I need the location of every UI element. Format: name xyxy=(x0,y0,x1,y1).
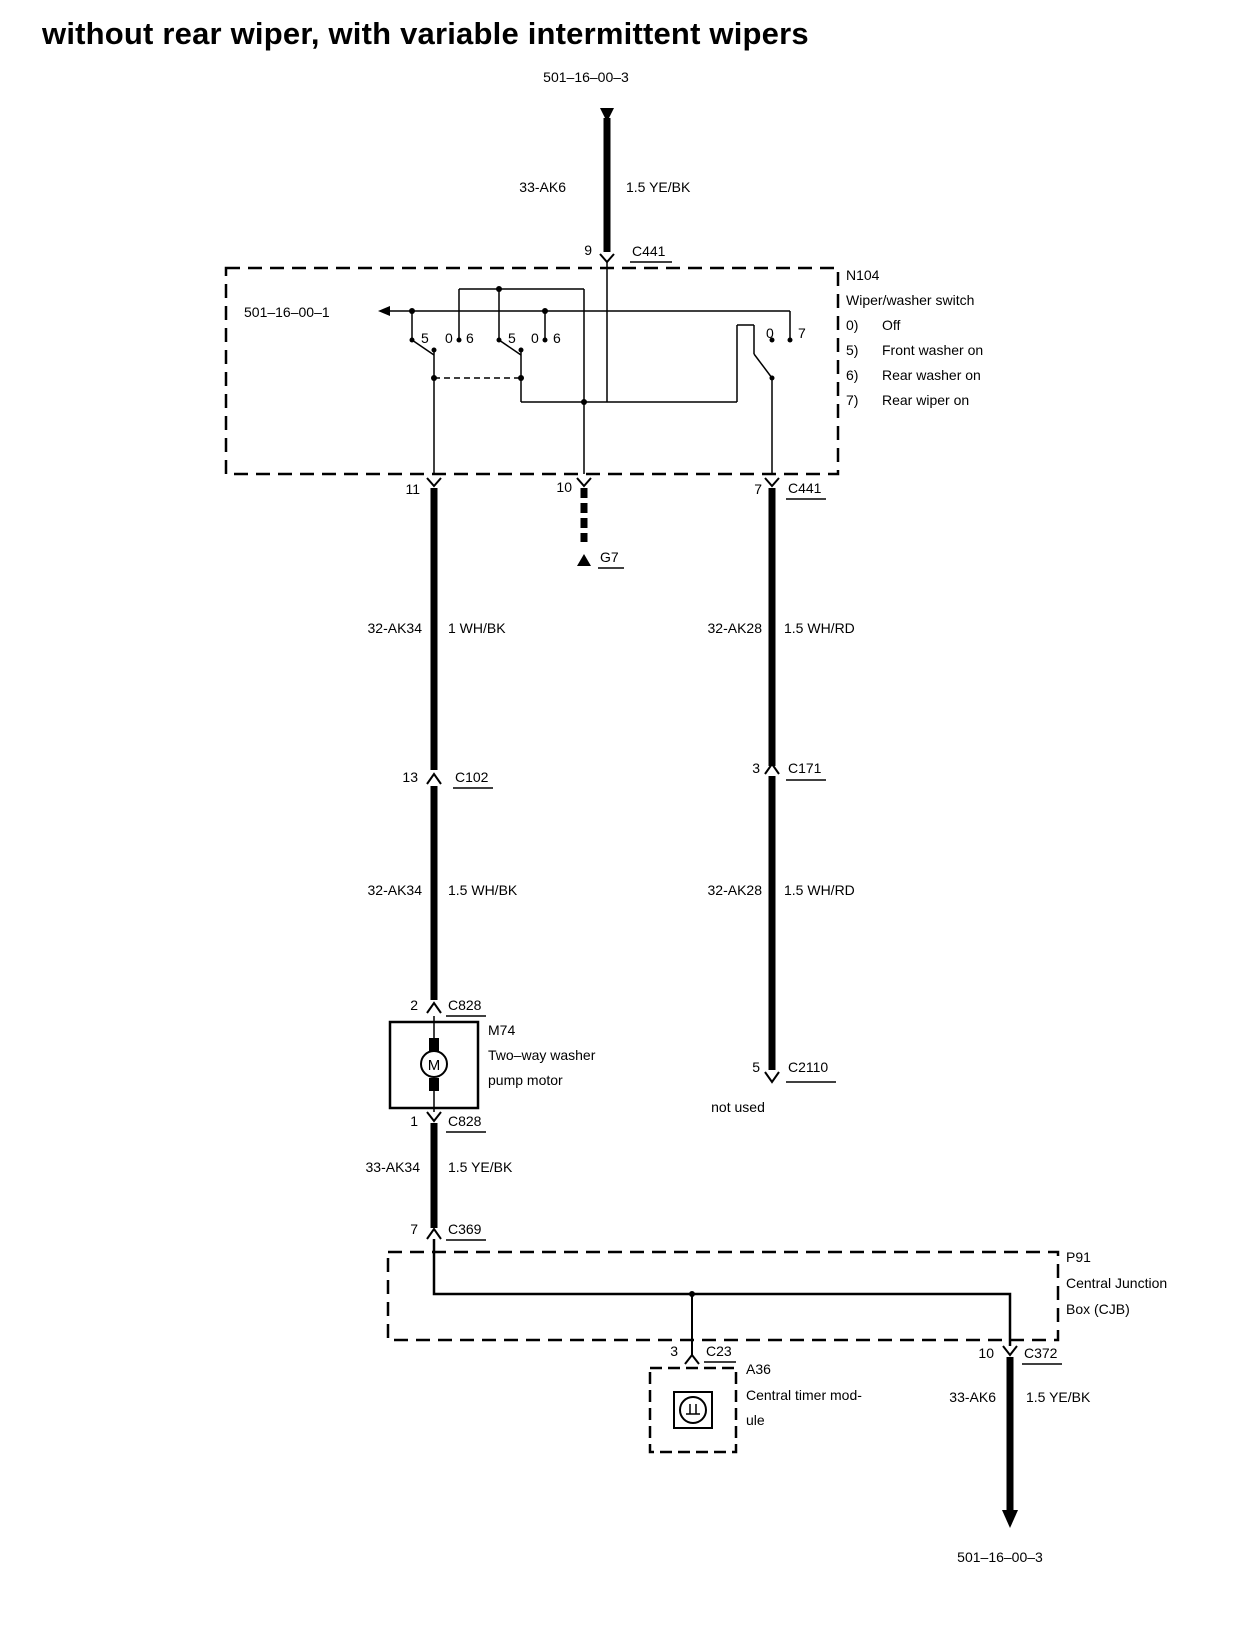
pin-10-c372: 10 xyxy=(978,1345,994,1361)
pin-11: 11 xyxy=(405,481,420,497)
motor-icon xyxy=(420,1050,448,1078)
connector-c23-icon xyxy=(684,1353,700,1365)
connector-c828-bottom-label: C828 xyxy=(448,1113,482,1129)
clock-icon xyxy=(679,1396,707,1424)
connector-c828-top-icon xyxy=(426,1001,442,1014)
cjb-name-line2: Box (CJB) xyxy=(1066,1301,1130,1317)
connector-c102-label: C102 xyxy=(455,769,489,785)
connector-c23-label: C23 xyxy=(706,1343,732,1359)
cjb-internal-wire xyxy=(432,1239,1012,1346)
cjb-name-line1: Central Junction xyxy=(1066,1275,1167,1291)
pin-2: 2 xyxy=(410,997,418,1013)
contact-label-6: 0 xyxy=(766,325,774,341)
switch-pos-0-label: Off xyxy=(882,317,901,333)
ref-left-arrow-icon xyxy=(378,306,390,316)
timer-id: A36 xyxy=(746,1361,771,1377)
connector-c441-top-label: C441 xyxy=(632,243,666,259)
wire-left-upper-spec: 1 WH/BK xyxy=(448,620,506,636)
connector-c441-right-label: C441 xyxy=(788,480,822,496)
switch-pos-2-code: 6) xyxy=(846,367,858,383)
wire-top-code: 33-AK6 xyxy=(519,179,566,195)
timer-name-line2: ule xyxy=(746,1412,765,1428)
pin-7-c369: 7 xyxy=(410,1221,418,1237)
pin-7: 7 xyxy=(754,481,762,497)
connector-c441-top-icon xyxy=(599,253,615,264)
connector-c441-left-icon xyxy=(426,477,442,488)
contact-label-3: 5 xyxy=(508,330,516,346)
switch-id: N104 xyxy=(846,267,880,283)
pump-name-line1: Two–way washer xyxy=(488,1047,596,1063)
wire-cjb-out-spec: 1.5 YE/BK xyxy=(1026,1389,1091,1405)
ref-bottom: 501–16–00–3 xyxy=(957,1549,1043,1565)
wire-right-upper-spec: 1.5 WH/RD xyxy=(784,620,855,636)
pin-1: 1 xyxy=(410,1113,418,1129)
connector-c828-top-label: C828 xyxy=(448,997,482,1013)
connector-c2110-label: C2110 xyxy=(788,1059,828,1075)
wire-right-upper-code: 32-AK28 xyxy=(708,620,763,636)
pin-13: 13 xyxy=(402,769,418,785)
switch-name: Wiper/washer switch xyxy=(846,292,974,308)
switch-box xyxy=(224,266,840,476)
motor-symbol: M xyxy=(428,1057,441,1074)
wire-pump-out-spec: 1.5 YE/BK xyxy=(448,1159,513,1175)
wire-right-lower-spec: 1.5 WH/RD xyxy=(784,882,855,898)
wire-pump-out-code: 33-AK34 xyxy=(366,1159,421,1175)
pin-3: 3 xyxy=(752,760,760,776)
pin-3-c23: 3 xyxy=(670,1343,678,1359)
switch-nodes xyxy=(409,286,793,405)
page-title: without rear wiper, with variable interm… xyxy=(42,16,809,51)
cjb-box xyxy=(386,1250,1060,1342)
ref-bottom-arrow-icon xyxy=(1002,1510,1018,1528)
connector-c369-label: C369 xyxy=(448,1221,482,1237)
connector-c369-icon xyxy=(426,1227,442,1240)
wire-top-spec: 1.5 YE/BK xyxy=(626,179,691,195)
connector-c372-icon xyxy=(1002,1345,1018,1357)
switch-pos-3-code: 7) xyxy=(846,392,858,408)
wire-right-lower-code: 32-AK28 xyxy=(708,882,763,898)
pump-name-line2: pump motor xyxy=(488,1072,563,1088)
brush-bottom-icon xyxy=(429,1078,439,1091)
ref-top: 501–16–00–3 xyxy=(543,69,629,85)
switch-pos-2-label: Rear washer on xyxy=(882,367,981,383)
timer-box xyxy=(648,1366,738,1454)
timer-name-line1: Central timer mod- xyxy=(746,1387,862,1403)
timer-symbol-box xyxy=(673,1391,713,1429)
connector-c441-mid-icon xyxy=(576,477,592,488)
contact-label-5: 6 xyxy=(553,330,561,346)
ground-icon xyxy=(577,554,591,566)
switch-pos-1-code: 5) xyxy=(846,342,858,358)
contact-label-2: 6 xyxy=(466,330,474,346)
brush-top-icon xyxy=(429,1038,439,1051)
ground-label: G7 xyxy=(600,549,619,565)
connector-c102-icon xyxy=(426,772,442,785)
ref-top-arrow-icon xyxy=(600,108,614,122)
wire-left-upper-code: 32-AK34 xyxy=(368,620,423,636)
switch-pos-3-label: Rear wiper on xyxy=(882,392,969,408)
switch-blade xyxy=(753,353,773,379)
wire-left-lower-spec: 1.5 WH/BK xyxy=(448,882,518,898)
wire-left-lower-code: 32-AK34 xyxy=(368,882,423,898)
pin-5: 5 xyxy=(752,1059,760,1075)
contact-label-1: 0 xyxy=(445,330,453,346)
connector-c828-bottom-icon xyxy=(426,1111,442,1123)
not-used-label: not used xyxy=(711,1099,765,1115)
cjb-id: P91 xyxy=(1066,1249,1091,1265)
switch-pos-1-label: Front washer on xyxy=(882,342,983,358)
switch-pos-0-code: 0) xyxy=(846,317,858,333)
connector-c171-label: C171 xyxy=(788,760,822,776)
contact-label-4: 0 xyxy=(531,330,539,346)
pin-9: 9 xyxy=(584,242,592,258)
connector-c372-label: C372 xyxy=(1024,1345,1058,1361)
contact-label-0: 5 xyxy=(421,330,429,346)
ref-left: 501–16–00–1 xyxy=(244,304,330,320)
wire-cjb-out-code: 33-AK6 xyxy=(949,1389,996,1405)
connector-c441-right-icon xyxy=(764,477,780,488)
pin-10: 10 xyxy=(556,479,572,495)
pump-id: M74 xyxy=(488,1022,515,1038)
connector-c2110-icon xyxy=(764,1071,780,1084)
connector-c171-icon xyxy=(764,762,780,775)
contact-label-7: 7 xyxy=(798,325,806,341)
